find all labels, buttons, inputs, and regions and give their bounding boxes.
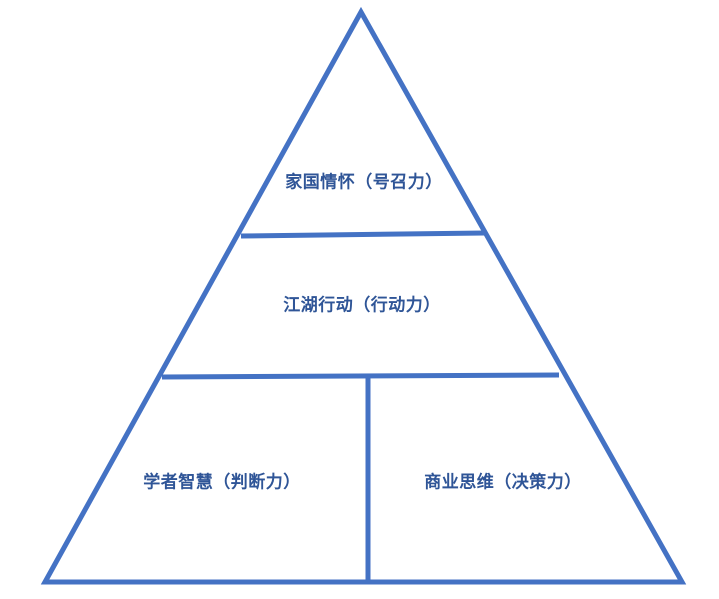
tier-label-bottom-right: 商业思维（决策力） [424, 472, 582, 493]
tier-label-bottom-left: 学者智慧（判断力） [143, 472, 301, 493]
tier-label-middle: 江湖行动（行动力） [283, 295, 441, 316]
tier-divider-middle [161, 372, 560, 380]
tier-divider-top [240, 230, 486, 239]
tier-label-top: 家国情怀（号召力） [285, 172, 443, 193]
pyramid-outline [40, 6, 687, 585]
